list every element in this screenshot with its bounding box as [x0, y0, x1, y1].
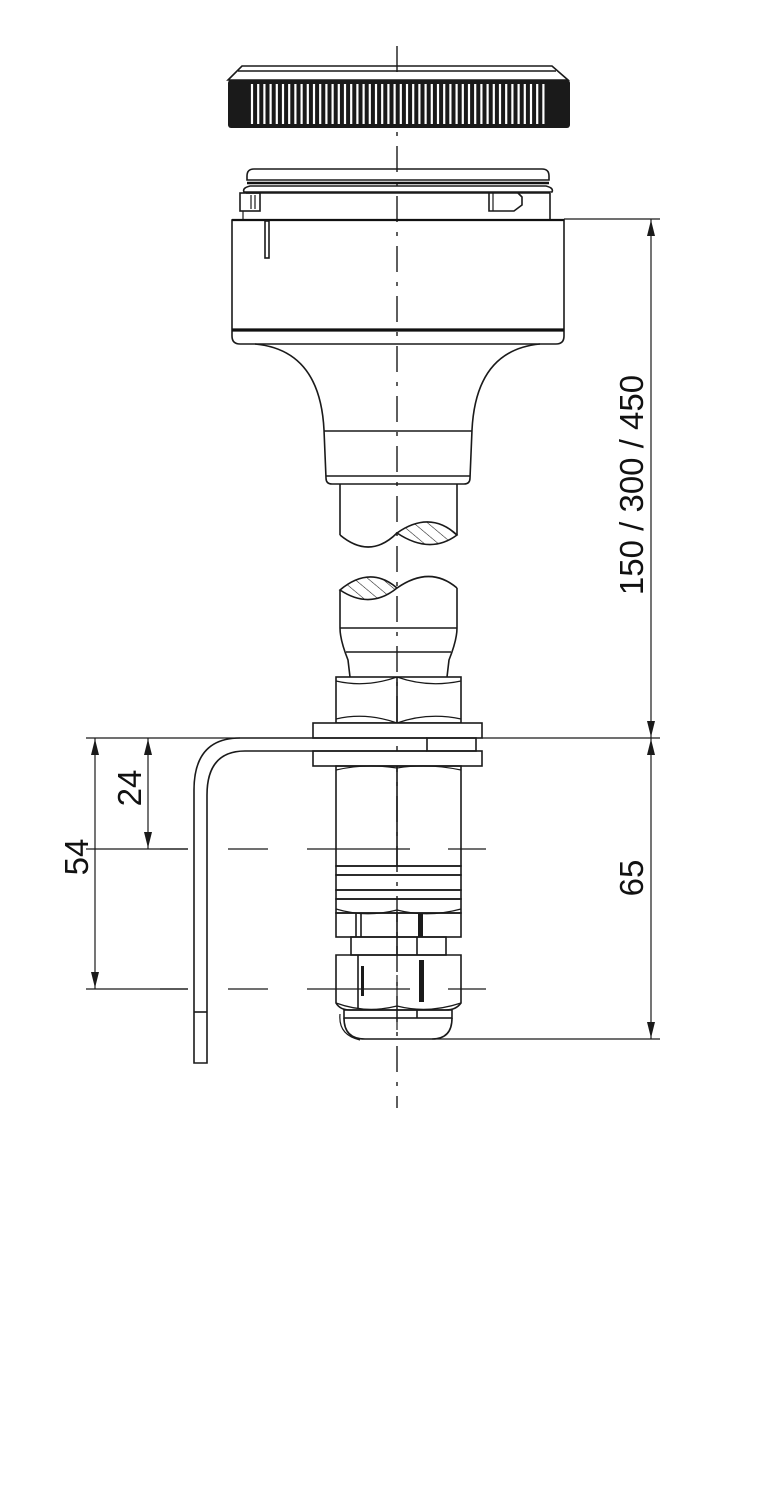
knurled-cap — [226, 65, 571, 128]
housing-body — [231, 218, 565, 345]
hole-centerlines — [160, 848, 486, 1030]
mounting-bracket — [193, 737, 427, 1064]
dimension-label-bracket-hole-1: 24 — [111, 770, 148, 807]
hex-nut-upper — [335, 676, 462, 724]
dimension-label-bracket-hole-2: 54 — [58, 839, 95, 876]
dimension-bracket-hole-1: 24 — [86, 737, 240, 850]
dimension-lower-length: 65 — [432, 738, 660, 1040]
shaft-broken-view — [338, 484, 459, 678]
dimension-label-stem-length: 150 / 300 / 450 — [613, 375, 650, 595]
dimension-stem-length: 150 / 300 / 450 — [482, 218, 660, 739]
dimension-bracket-hole-2: 54 — [58, 738, 188, 990]
housing-ring — [239, 168, 554, 219]
knurl-lines — [250, 84, 545, 124]
threaded-body — [335, 765, 462, 938]
dimension-label-lower-length: 65 — [613, 860, 650, 897]
washers — [312, 722, 483, 767]
flared-neck — [254, 343, 541, 485]
